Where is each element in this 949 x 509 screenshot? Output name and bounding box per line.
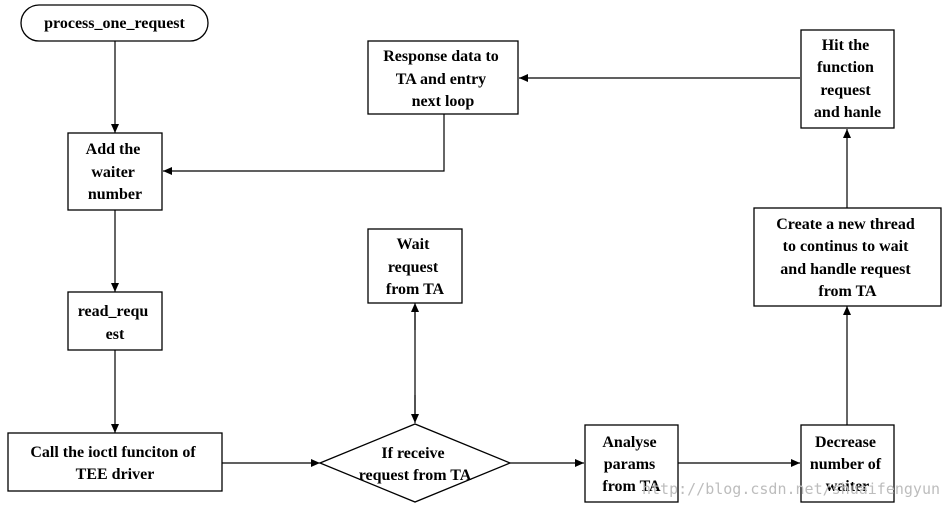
call-ioctl-node: Call the ioctl funciton of TEE driver (7, 432, 223, 492)
hit-function-label-line1: Hit the (822, 37, 870, 54)
wait-request-node: Wait request from TA (367, 228, 463, 304)
hit-function-label-line4: and hanle (814, 104, 881, 121)
read-request-label-line2: est (106, 326, 125, 343)
decrease-waiter-label-line2: number of (810, 456, 882, 473)
analyse-params-label-line1: Analyse (602, 434, 656, 451)
svg-text:Call the ioctl funciton of: Call the ioctl funciton of TEE driver (30, 444, 199, 483)
create-thread-node: Create a new thread to continus to wait … (753, 207, 942, 307)
response-data-label-line1: Response data to (383, 48, 499, 65)
if-receive-decision-node: If receive request from TA (318, 423, 512, 503)
svg-text:Add the waiter num: Add the waiter number (86, 141, 145, 203)
svg-text:Decrease number of: Decrease number of waiter (810, 434, 885, 495)
add-waiter-label-line2: waiter (91, 164, 134, 181)
start-node: process_one_request (20, 4, 209, 42)
svg-text:Hit the function r: Hit the function request and hanle (814, 37, 881, 121)
start-node-label: process_one_request (44, 15, 185, 32)
create-thread-label-line1: Create a new thread (776, 216, 915, 233)
analyse-params-label-line3: from TA (602, 478, 661, 495)
edge-response-data-to-add-waiter (163, 114, 445, 175)
decrease-waiter-label-line1: Decrease (815, 434, 876, 451)
decrease-waiter-label-line3: waiter (826, 478, 870, 495)
create-thread-label-line3: and handle request (780, 261, 911, 278)
read-request-node: read_requ est (67, 291, 163, 351)
create-thread-label-line2: to continus to wait (783, 238, 909, 255)
add-waiter-label-line3: number (88, 186, 142, 203)
call-ioctl-label-line2: TEE driver (76, 466, 155, 483)
decrease-waiter-node: Decrease number of waiter (800, 424, 895, 503)
svg-text:Wait request from: Wait request from TA (386, 236, 445, 298)
edges (111, 41, 851, 467)
svg-text:Response data to TA and: Response data to TA and entry next loop (383, 48, 503, 110)
hit-function-node: Hit the function request and hanle (800, 29, 895, 129)
response-data-node: Response data to TA and entry next loop (367, 40, 519, 115)
analyse-params-label-line2: params (604, 456, 656, 473)
if-receive-label-line2: request from TA (359, 467, 472, 484)
svg-text:Create a new thread to c: Create a new thread to continus to wait … (776, 216, 919, 300)
watermark-text: http://blog.csdn.net/shuaifengyun (642, 480, 940, 498)
hit-function-label-line3: request (820, 82, 871, 99)
svg-text:If receive request from: If receive request from TA (359, 445, 472, 484)
analyse-params-node: Analyse params from TA (584, 424, 679, 503)
response-data-label-line2: TA and entry (396, 71, 486, 88)
svg-text:process_one_request: process_one_request (44, 15, 185, 32)
response-data-label-line3: next loop (412, 93, 475, 110)
svg-text:Analyse params fro: Analyse params from TA (602, 434, 661, 495)
wait-request-label-line2: request (388, 259, 439, 276)
svg-text:read_requ est: read_requ est (78, 303, 153, 343)
add-waiter-node: Add the waiter number (67, 132, 163, 211)
hit-function-label-line2: function (817, 59, 874, 76)
read-request-label-line1: read_requ (78, 303, 149, 320)
wait-request-label-line1: Wait (397, 236, 431, 253)
wait-request-label-line3: from TA (386, 281, 445, 298)
if-receive-label-line1: If receive (381, 445, 444, 462)
add-waiter-label-line1: Add the (86, 141, 141, 158)
call-ioctl-label-line1: Call the ioctl funciton of (30, 444, 196, 461)
create-thread-label-line4: from TA (818, 283, 877, 300)
